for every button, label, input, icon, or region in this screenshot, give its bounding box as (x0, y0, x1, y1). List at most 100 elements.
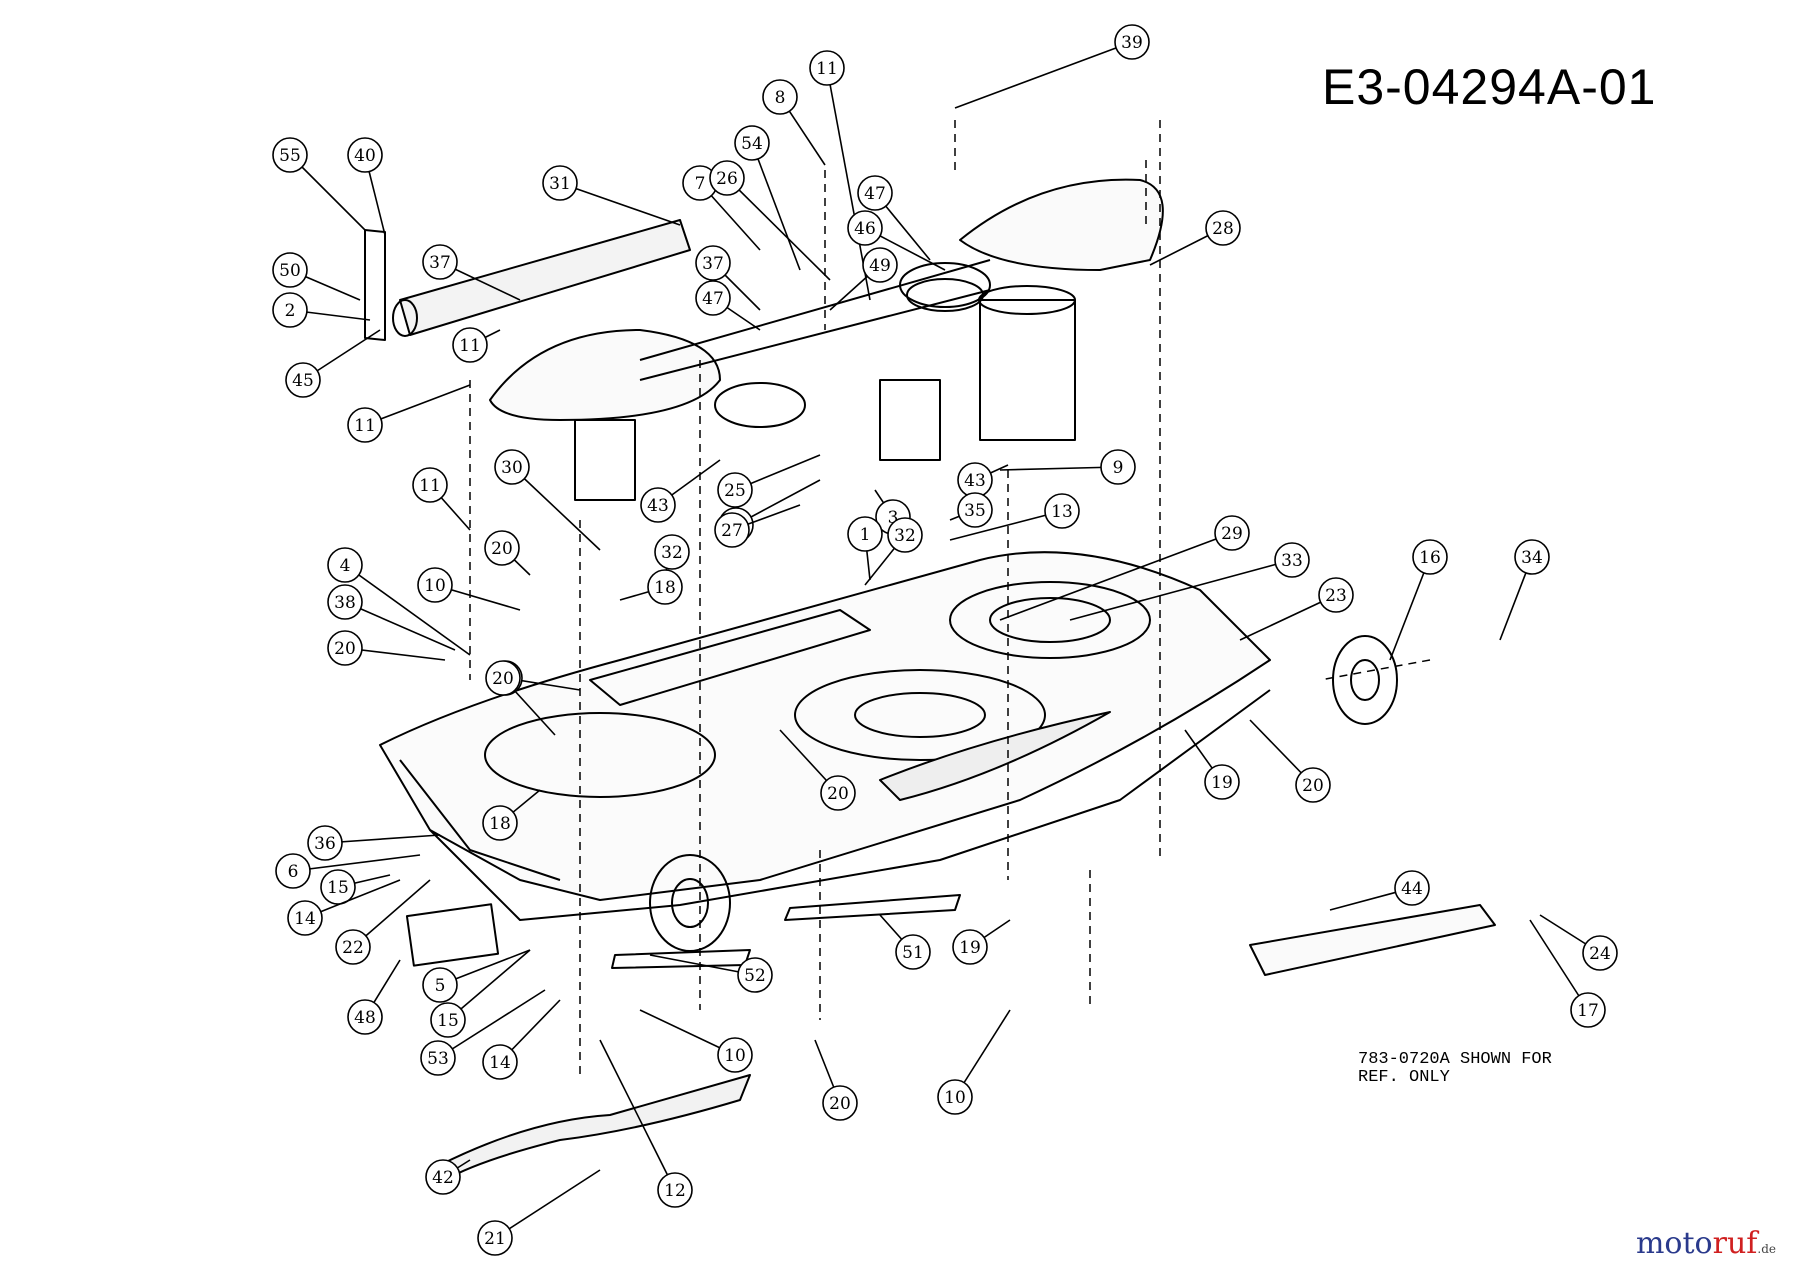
callout-number: 2 (285, 301, 296, 321)
callout-circle (417, 567, 453, 603)
callout-number: 10 (424, 576, 446, 596)
callout-circle (887, 517, 923, 553)
callout-number: 43 (964, 471, 986, 491)
watermark-part2: ruf (1712, 1226, 1758, 1261)
callout-circle (714, 512, 750, 548)
callout-circle (272, 137, 308, 173)
callout-number: 32 (661, 543, 683, 563)
callout-circle (709, 160, 745, 196)
callout-number: 18 (489, 814, 511, 834)
belt-cover-right (959, 178, 1164, 271)
callout-number: 18 (654, 578, 676, 598)
callout-circle (307, 825, 343, 861)
callout-circle (1205, 210, 1241, 246)
callout-number: 11 (419, 476, 441, 496)
callout-leader (949, 510, 1063, 541)
callout-circle (482, 805, 518, 841)
callout-number: 12 (664, 1181, 686, 1201)
callout-number: 3 (888, 508, 899, 528)
callout-number: 54 (741, 134, 763, 154)
callout-circle (857, 175, 893, 211)
callout-circle (327, 547, 363, 583)
deck-housing (379, 551, 1271, 901)
callout-circle (275, 853, 311, 889)
watermark-logo[interactable]: motoruf.de (1636, 1226, 1776, 1261)
left-bracket (364, 229, 386, 341)
callout-circle (1100, 449, 1136, 485)
callout-number: 6 (288, 862, 299, 882)
callout-circle (657, 1172, 693, 1208)
callout-circle (272, 252, 308, 288)
belt-cover-left (489, 329, 721, 421)
callout-circle (1582, 935, 1618, 971)
callout-leader (649, 954, 756, 976)
callout-circle (422, 967, 458, 1003)
callout-circle (542, 165, 578, 201)
callout-circle (1514, 539, 1550, 575)
callout-number: 1 (860, 525, 871, 545)
callout-circle (862, 247, 898, 283)
callout-number: 40 (354, 146, 376, 166)
decal-48 (405, 903, 500, 967)
callout-number: 53 (427, 1049, 449, 1069)
callout-circle (327, 630, 363, 666)
callout-circle (952, 929, 988, 965)
callout-number: 52 (744, 966, 766, 986)
callout-number: 4 (340, 556, 351, 576)
gauge-wheel-side (1332, 635, 1398, 725)
callout-number: 10 (724, 1046, 746, 1066)
reference-note-line1: 783-0720A SHOWN FOR (1358, 1050, 1552, 1069)
callout-number: 43 (647, 496, 669, 516)
callout-number: 10 (944, 1088, 966, 1108)
spindle-left (574, 419, 636, 501)
blade-well-center (794, 669, 1046, 761)
callout-circle (347, 137, 383, 173)
callout-circle (347, 407, 383, 443)
callout-number: 20 (1302, 776, 1324, 796)
callout-number: 20 (334, 639, 356, 659)
front-baffle (879, 711, 1111, 801)
callout-circle (430, 1002, 466, 1038)
callout-number: 7 (695, 174, 706, 194)
callout-number: 8 (775, 88, 786, 108)
callout-number: 27 (721, 521, 743, 541)
callout-number: 11 (354, 416, 376, 436)
callout-circle (647, 569, 683, 605)
callout-number: 20 (491, 539, 513, 559)
callout-circle (1044, 493, 1080, 529)
callout-leader (1069, 559, 1293, 621)
callout-number: 55 (279, 146, 301, 166)
baffle-51 (784, 894, 961, 921)
callout-number: 30 (501, 458, 523, 478)
callout-circle (420, 1040, 456, 1076)
callout-number: 50 (279, 261, 301, 281)
callout-circle (847, 516, 883, 552)
callout-leader (364, 384, 471, 426)
callout-leader (437, 989, 546, 1059)
callout-circle (820, 775, 856, 811)
callout-number: 37 (702, 254, 724, 274)
callout-number: 28 (1212, 219, 1234, 239)
callout-number: 9 (1113, 458, 1124, 478)
callout-number: 25 (724, 481, 746, 501)
callout-number: 46 (854, 219, 876, 239)
callout-circle (822, 1085, 858, 1121)
reference-note-line2: REF. ONLY (1358, 1068, 1450, 1087)
callout-number: 47 (702, 289, 724, 309)
callout-circle (452, 327, 488, 363)
gauge-wheel-front (649, 854, 731, 952)
callout-number: 26 (716, 169, 738, 189)
callout-circle (1412, 539, 1448, 575)
callout-circle (809, 50, 845, 86)
callout-circle (1394, 870, 1430, 906)
callout-circle (287, 900, 323, 936)
callout-circle (482, 1044, 518, 1080)
drive-belt (639, 259, 991, 381)
reference-note: 783-0720A SHOWN FOR REF. ONLY (1358, 1051, 1552, 1087)
ref-assembly (1249, 904, 1496, 976)
callout-circle (422, 244, 458, 280)
callout-number: 14 (294, 909, 316, 929)
callout-leader (1529, 919, 1589, 1011)
callout-number: 13 (1051, 502, 1073, 522)
callout-number: 45 (292, 371, 314, 391)
